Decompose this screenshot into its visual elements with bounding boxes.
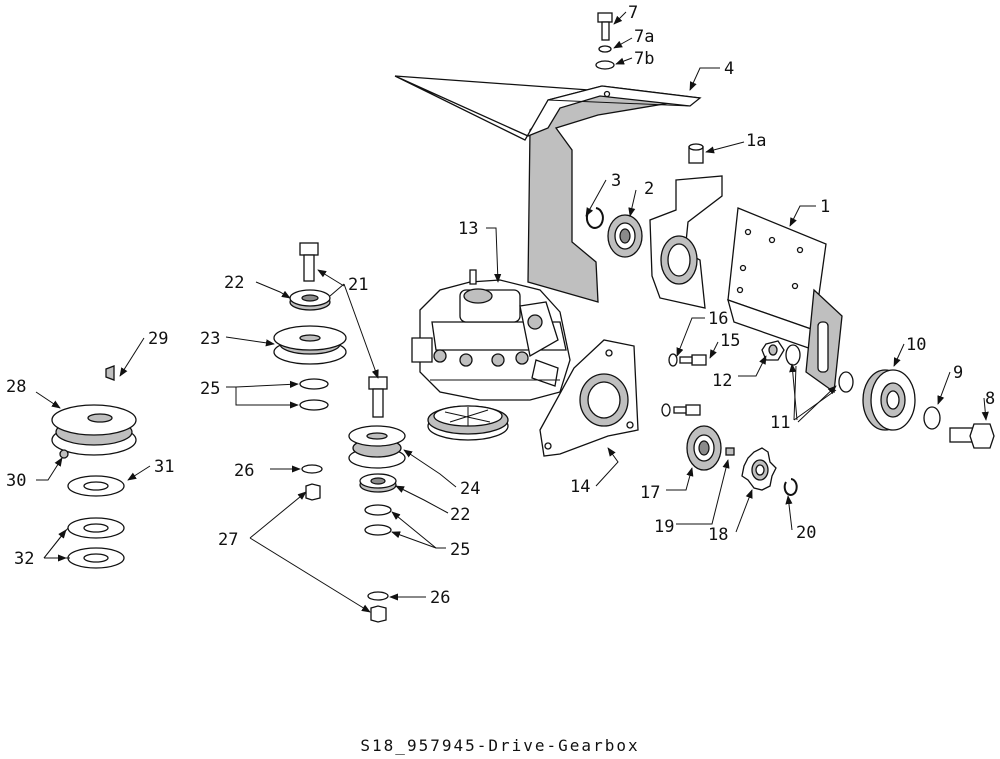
callout-30: 30 [6, 471, 26, 491]
callout-17: 17 [640, 483, 660, 503]
part-32-washers [67, 517, 125, 569]
part-23-idler-pulley [273, 325, 347, 365]
callout-15: 15 [720, 331, 740, 351]
callout-26-upper: 26 [234, 461, 254, 481]
part-12-nut [761, 340, 785, 361]
callout-12: 12 [712, 371, 732, 391]
callout-29: 29 [148, 329, 168, 349]
callout-11: 11 [770, 413, 790, 433]
callout-4: 4 [724, 59, 734, 79]
callout-9: 9 [953, 363, 963, 383]
part-22-bearing-upper [289, 289, 331, 311]
callout-31: 31 [154, 457, 174, 477]
callout-32: 32 [14, 549, 34, 569]
callout-21: 21 [348, 275, 368, 295]
callout-27: 27 [218, 530, 238, 550]
callout-7: 7 [628, 3, 638, 23]
callout-1a: 1a [746, 131, 766, 151]
part-1-mounting-bracket [649, 175, 843, 394]
part-14-side-plate [539, 339, 639, 457]
part-16-washer [668, 353, 678, 367]
drawing-title: S18_957945-Drive-Gearbox [360, 736, 640, 755]
callout-1: 1 [820, 197, 830, 217]
callout-22-upper: 22 [224, 273, 244, 293]
part-20-snap-ring [783, 478, 798, 496]
part-4-shield-cover [394, 75, 702, 303]
part-7-bolt [597, 12, 613, 41]
callout-19: 19 [654, 517, 674, 537]
part-25-spacer-upper-2 [299, 399, 329, 411]
callout-22-lower: 22 [450, 505, 470, 525]
callout-16: 16 [708, 309, 728, 329]
part-13-gearbox [411, 269, 571, 441]
callout-10: 10 [906, 335, 926, 355]
part-28-drive-pulley [51, 404, 137, 456]
part-15-screw [679, 354, 707, 366]
callout-7a: 7a [634, 27, 654, 47]
callout-25-upper: 25 [200, 379, 220, 399]
part-27-nut-lower [370, 605, 387, 623]
callout-14: 14 [570, 477, 590, 497]
part-26-washer-lower [367, 591, 389, 601]
part-24-idler-pulley [348, 425, 406, 469]
callout-28: 28 [6, 377, 26, 397]
part-11-washer [785, 344, 801, 366]
callout-3: 3 [611, 171, 621, 191]
callout-13: 13 [458, 219, 478, 239]
part-11-washer-2 [838, 371, 854, 393]
part-27-nut-upper [305, 483, 321, 501]
part-21-bolt-lower [368, 376, 388, 418]
part-10-pulley [862, 369, 916, 431]
part-26-washer-upper [301, 464, 323, 474]
callout-26-lower: 26 [430, 588, 450, 608]
part-25-spacer-lower-1 [364, 504, 392, 516]
part-9-washer [923, 406, 941, 430]
part-17-bearing [686, 425, 722, 471]
part-25-spacer-upper-1 [299, 378, 329, 390]
part-29-key [105, 365, 115, 381]
callout-8: 8 [985, 389, 995, 409]
part-15-screw-lower [673, 404, 701, 416]
callout-20: 20 [796, 523, 816, 543]
callout-2: 2 [644, 179, 654, 199]
callout-18: 18 [708, 525, 728, 545]
part-8-bolt [949, 423, 995, 449]
part-31-retainer [67, 475, 125, 497]
part-1a-bushing [688, 143, 704, 164]
part-18-sprocket [741, 447, 777, 491]
callout-25-lower: 25 [450, 540, 470, 560]
part-30-set-screw [59, 449, 69, 459]
callout-24: 24 [460, 479, 480, 499]
callout-7b: 7b [634, 49, 654, 69]
part-7a-lock-washer [598, 45, 612, 53]
part-22-bearing-lower [359, 473, 397, 493]
part-16-washer-lower [661, 403, 671, 417]
part-2-bearing [607, 214, 643, 258]
callout-23: 23 [200, 329, 220, 349]
leader-lines [35, 11, 989, 613]
part-25-spacer-lower-2 [364, 524, 392, 536]
part-21-bolt-upper [299, 242, 319, 282]
part-7b-washer [595, 60, 615, 70]
part-19-key [725, 447, 735, 456]
